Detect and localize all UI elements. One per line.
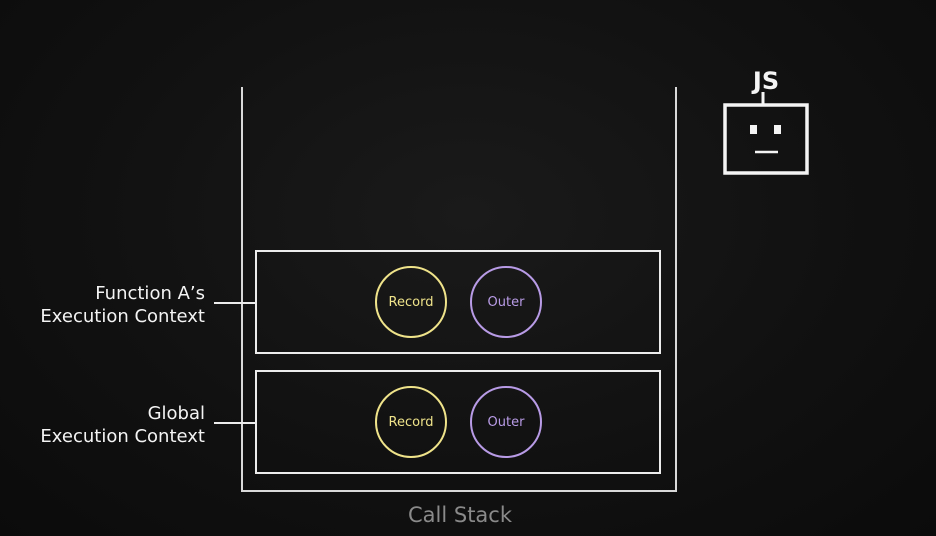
function-a-connector-line (214, 302, 255, 304)
global-outer-circle: Outer (470, 386, 542, 458)
call-stack-right-wall (675, 87, 677, 491)
call-stack-left-wall (241, 87, 243, 491)
global-connector-line (214, 422, 255, 424)
robot-head (723, 103, 809, 175)
function-a-context-label-line2: Execution Context (40, 306, 205, 327)
robot-js-label: JS (751, 67, 779, 95)
robot-right-eye (774, 125, 781, 134)
robot-face-icon: JS (723, 67, 809, 175)
function-a-context-label-line1: Function A’s (95, 283, 205, 304)
global-execution-context-box: Record Outer (255, 370, 661, 474)
global-context-label: Global Execution Context (40, 402, 205, 448)
global-context-label-line1: Global (147, 403, 205, 424)
function-a-context-label: Function A’s Execution Context (40, 282, 205, 328)
call-stack-label: Call Stack (407, 503, 512, 527)
function-a-record-circle: Record (375, 266, 447, 338)
robot-left-eye (750, 125, 757, 134)
global-record-circle: Record (375, 386, 447, 458)
global-context-label-line2: Execution Context (40, 426, 205, 447)
function-a-outer-circle: Outer (470, 266, 542, 338)
function-a-execution-context-box: Record Outer (255, 250, 661, 354)
call-stack-bottom (241, 490, 677, 492)
